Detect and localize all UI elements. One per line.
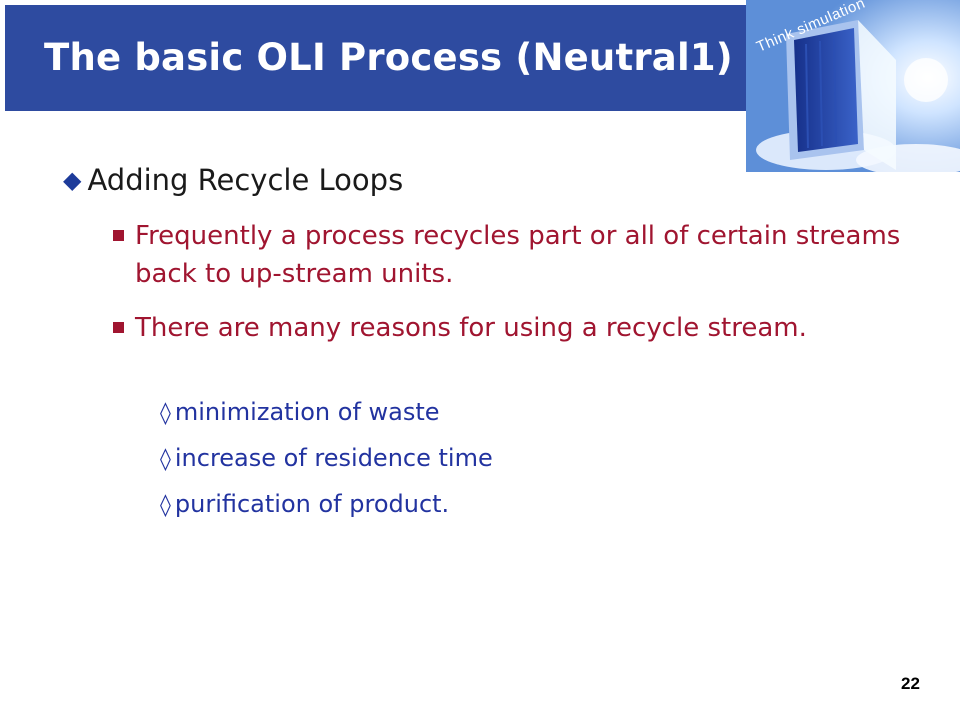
reason-text: minimization of waste [174,398,440,426]
square-bullet-icon [113,230,124,241]
reason-item: ◊purification of product. [160,490,449,518]
heading-text: Adding Recycle Loops [87,163,404,197]
point-text: Frequently a process recycles part or al… [135,221,901,289]
diamond-bullet-icon: ◆ [63,166,82,194]
square-bullet-icon [113,322,124,333]
hollow-diamond-icon: ◊ [160,401,171,426]
reason-item: ◊minimization of waste [160,398,440,426]
reason-text: increase of residence time [174,444,493,472]
hollow-diamond-icon: ◊ [160,493,171,518]
slide-title: The basic OLI Process (Neutral1) [44,36,733,79]
reason-text: purification of product. [174,490,450,518]
door-sky-logo [746,0,960,172]
reason-item: ◊increase of residence time [160,444,493,472]
heading-bullet: ◆Adding Recycle Loops [63,163,403,197]
point-text: There are many reasons for using a recyc… [135,313,807,343]
page-number: 22 [901,674,920,693]
hollow-diamond-icon: ◊ [160,447,171,472]
